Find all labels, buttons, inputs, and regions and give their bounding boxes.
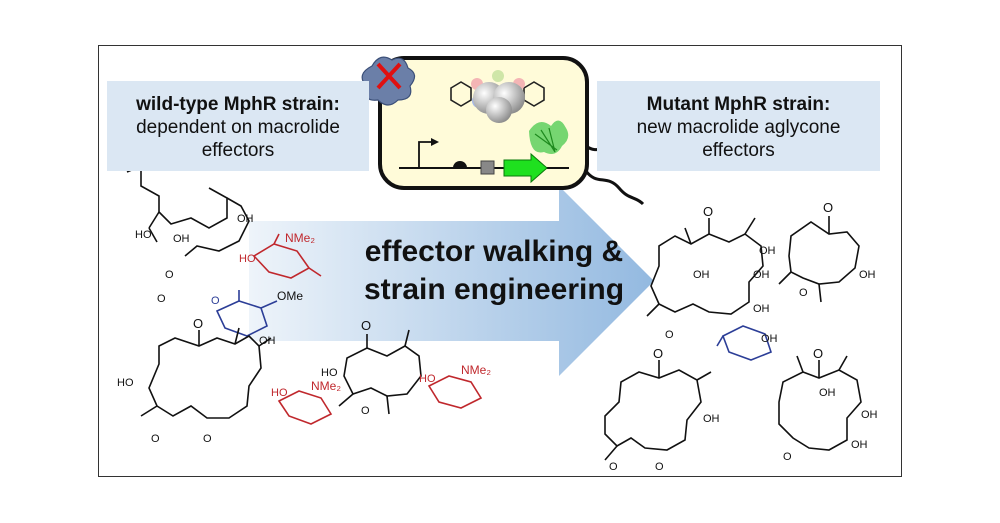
struct4-carbonyl-o: O bbox=[665, 329, 674, 341]
struct6-carbonyl-o-b: O bbox=[655, 461, 664, 473]
desosamine-sugar-2 bbox=[277, 390, 333, 425]
mphr-ligand-model bbox=[450, 70, 545, 123]
mutant-strain-panel: Mutant MphR strain: new macrolide aglyco… bbox=[597, 81, 880, 171]
struct1-carbonyl-o: O bbox=[157, 293, 166, 305]
struct1-ome: OMe bbox=[277, 289, 303, 303]
struct7-o: O bbox=[813, 346, 823, 361]
struct1-sugar-ring-o: O bbox=[211, 295, 220, 307]
macrolide-structure-3 bbox=[338, 329, 422, 415]
figure-frame: O HO OH OH O O NMe₂ HO OMe OH O O HO O O… bbox=[98, 45, 902, 477]
struct4-oh-c: OH bbox=[753, 269, 770, 281]
struct1-nme2: NMe₂ bbox=[285, 231, 315, 245]
struct4-sugar-oh-a: OH bbox=[753, 303, 770, 315]
struct3-o: O bbox=[361, 318, 371, 333]
wild-type-line2: effectors bbox=[201, 140, 275, 161]
arrow-label-line2: strain engineering bbox=[363, 273, 625, 306]
process-arrow bbox=[249, 186, 654, 376]
struct3-nme2: NMe₂ bbox=[461, 363, 491, 377]
struct5-o: O bbox=[823, 200, 833, 215]
struct5-oh: OH bbox=[859, 269, 876, 281]
struct6-oh: OH bbox=[703, 413, 720, 425]
struct3-sugar-ho: HO bbox=[419, 373, 436, 385]
struct3-ring-o: O bbox=[361, 405, 370, 417]
wild-type-line1: dependent on macrolide bbox=[136, 117, 340, 138]
arrow-label-line1: effector walking & bbox=[364, 235, 624, 268]
struct4-sugar-oh-b: OH bbox=[761, 333, 778, 345]
struct5-ring-o: O bbox=[799, 287, 808, 299]
gfp-protein-icon bbox=[529, 120, 569, 154]
macrolide-structure-4 bbox=[646, 217, 764, 317]
struct2-carbonyl-o-a: O bbox=[151, 433, 160, 445]
struct1-ho: HO bbox=[135, 229, 152, 241]
struct2-o: O bbox=[193, 316, 203, 331]
struct7-oh-c: OH bbox=[851, 439, 868, 451]
genetic-construct bbox=[399, 138, 569, 184]
struct6-carbonyl-o-a: O bbox=[609, 461, 618, 473]
desosamine-sugar-1 bbox=[252, 233, 322, 279]
struct7-oh-a: OH bbox=[819, 387, 836, 399]
struct4-o: O bbox=[703, 204, 713, 219]
struct1-oh-b: OH bbox=[237, 213, 254, 225]
struct4-oh-a: OH bbox=[759, 245, 776, 257]
macrolide-structure-6 bbox=[604, 360, 712, 461]
struct7-oh-b: OH bbox=[861, 409, 878, 421]
diagram-canvas: O HO OH OH O O NMe₂ HO OMe OH O O HO O O… bbox=[117, 56, 878, 473]
blocked-effector-icon bbox=[361, 56, 416, 106]
mutant-line2: effectors bbox=[702, 140, 775, 161]
mutant-title: Mutant MphR strain: bbox=[646, 94, 831, 115]
struct1-oh-a: OH bbox=[173, 233, 190, 245]
struct1-ring-o: O bbox=[165, 269, 174, 281]
struct2-carbonyl-o-b: O bbox=[203, 433, 212, 445]
flagellum-2 bbox=[584, 170, 645, 206]
process-arrow-label: effector walking & strain engineering bbox=[334, 233, 654, 309]
wild-type-title: wild-type MphR strain: bbox=[136, 94, 340, 115]
struct6-o: O bbox=[653, 346, 663, 361]
struct2-nme2: NMe₂ bbox=[311, 379, 341, 393]
struct2-ho: HO bbox=[117, 377, 134, 389]
wild-type-strain-panel: wild-type MphR strain: dependent on macr… bbox=[107, 81, 369, 171]
cladinose-sugar-1 bbox=[215, 290, 278, 337]
struct2-sugar-ho: HO bbox=[271, 387, 288, 399]
struct3-ho: HO bbox=[321, 367, 338, 379]
struct1-sugar-ho: HO bbox=[239, 253, 256, 265]
struct4-oh-b: OH bbox=[693, 269, 710, 281]
macrolide-structure-7 bbox=[778, 355, 862, 451]
mutant-line1: new macrolide aglycone bbox=[636, 117, 841, 138]
macrolide-structure-5 bbox=[778, 216, 860, 303]
macrolide-structure-2 bbox=[140, 327, 272, 419]
struct7-carbonyl-o: O bbox=[783, 451, 792, 463]
sugar-4 bbox=[716, 325, 772, 361]
desosamine-sugar-3 bbox=[427, 375, 483, 409]
